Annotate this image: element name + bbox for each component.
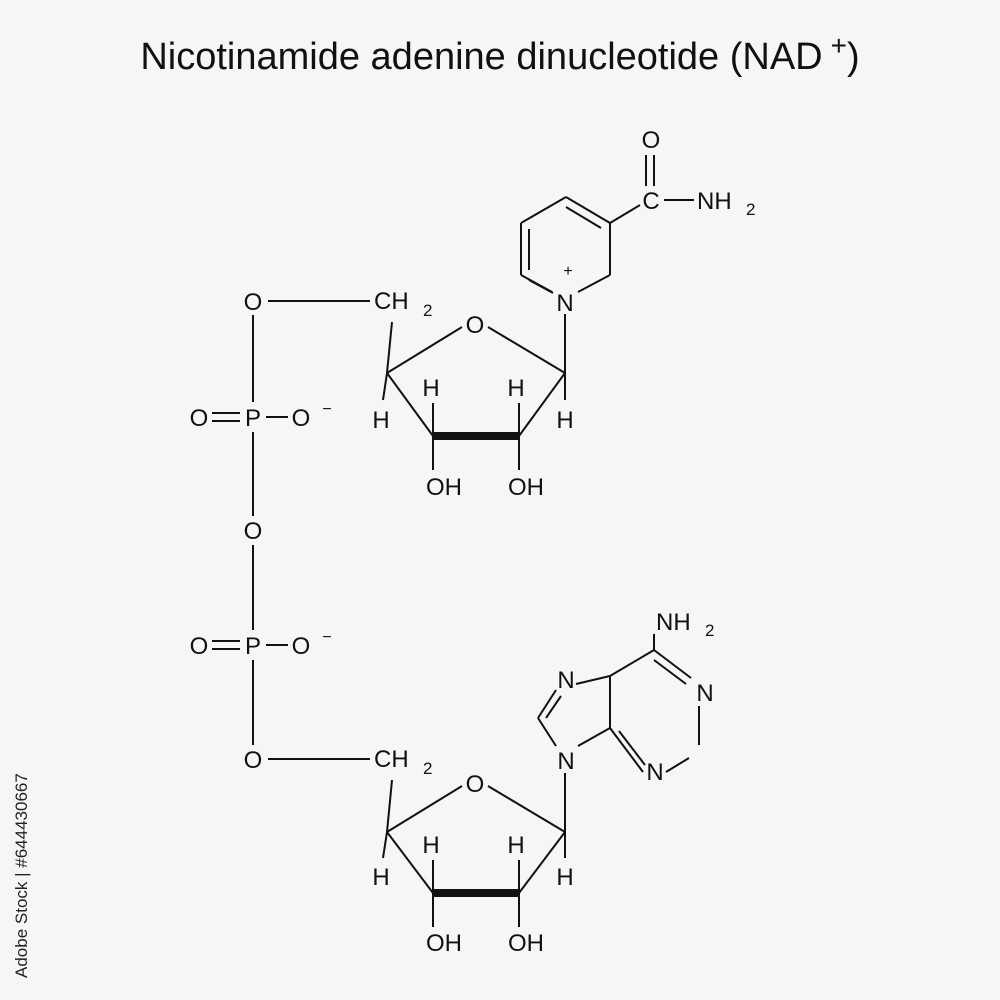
adenine-n1: N <box>696 680 713 707</box>
ribose2-h4: H <box>372 864 389 891</box>
adenine-nh-subscript: 2 <box>705 621 714 640</box>
phosphate1-p: P <box>245 405 261 432</box>
ribose1-h4: H <box>372 407 389 434</box>
ribose2-h1: H <box>556 864 573 891</box>
ribose1-ring-oxygen: O <box>466 312 485 339</box>
title-close: ) <box>846 36 860 78</box>
pyrophosphate-oxygen: O <box>244 518 263 545</box>
amide-carbon: C <box>642 188 659 215</box>
ribose1-ch: CH <box>374 288 409 315</box>
bridge-oxygen-top: O <box>244 289 263 316</box>
amide-nh-subscript: 2 <box>746 200 755 219</box>
ribose2-ring-oxygen: O <box>466 771 485 798</box>
bridge-oxygen-bottom: O <box>244 747 263 774</box>
ribose1-h2: H <box>507 375 524 402</box>
pyridinium-charge: + <box>563 263 572 280</box>
diagram-title: Nicotinamide adenine dinucleotide (NAD+) <box>0 30 1000 79</box>
phosphate1-double-oxygen: O <box>190 405 209 432</box>
phosphate2-charge: − <box>322 629 331 646</box>
pyridinium-nitrogen: N <box>556 290 573 317</box>
stock-watermark-id: Adobe Stock | #644430667 <box>12 773 31 978</box>
phosphate2-double-oxygen: O <box>190 633 209 660</box>
adenine-nh: NH <box>656 609 691 636</box>
ribose1-oh2: OH <box>508 474 544 501</box>
adenine-n7: N <box>557 667 574 694</box>
ribose2-h2: H <box>507 832 524 859</box>
phosphate1-charge: − <box>322 401 331 418</box>
ribose1-h1: H <box>556 407 573 434</box>
phosphate2-p: P <box>245 633 261 660</box>
ribose1-h3: H <box>422 375 439 402</box>
phosphate2-oxygen: O <box>292 633 311 660</box>
ribose2-oh3: OH <box>426 930 462 957</box>
carbonyl-oxygen: O <box>642 127 661 154</box>
phosphate1-oxygen: O <box>292 405 311 432</box>
title-text: Nicotinamide adenine dinucleotide (NAD <box>140 36 823 78</box>
ribose2-oh2: OH <box>508 930 544 957</box>
adenine-n9: N <box>557 748 574 775</box>
ribose2-ch: CH <box>374 746 409 773</box>
ribose2-h3: H <box>422 832 439 859</box>
amide-nh: NH <box>697 188 732 215</box>
ribose1-ch-subscript: 2 <box>423 301 432 320</box>
ribose2-ch-subscript: 2 <box>423 759 432 778</box>
title-charge: + <box>830 30 847 61</box>
ribose1-oh3: OH <box>426 474 462 501</box>
adenine-n3: N <box>646 759 663 786</box>
bonds <box>212 155 700 927</box>
